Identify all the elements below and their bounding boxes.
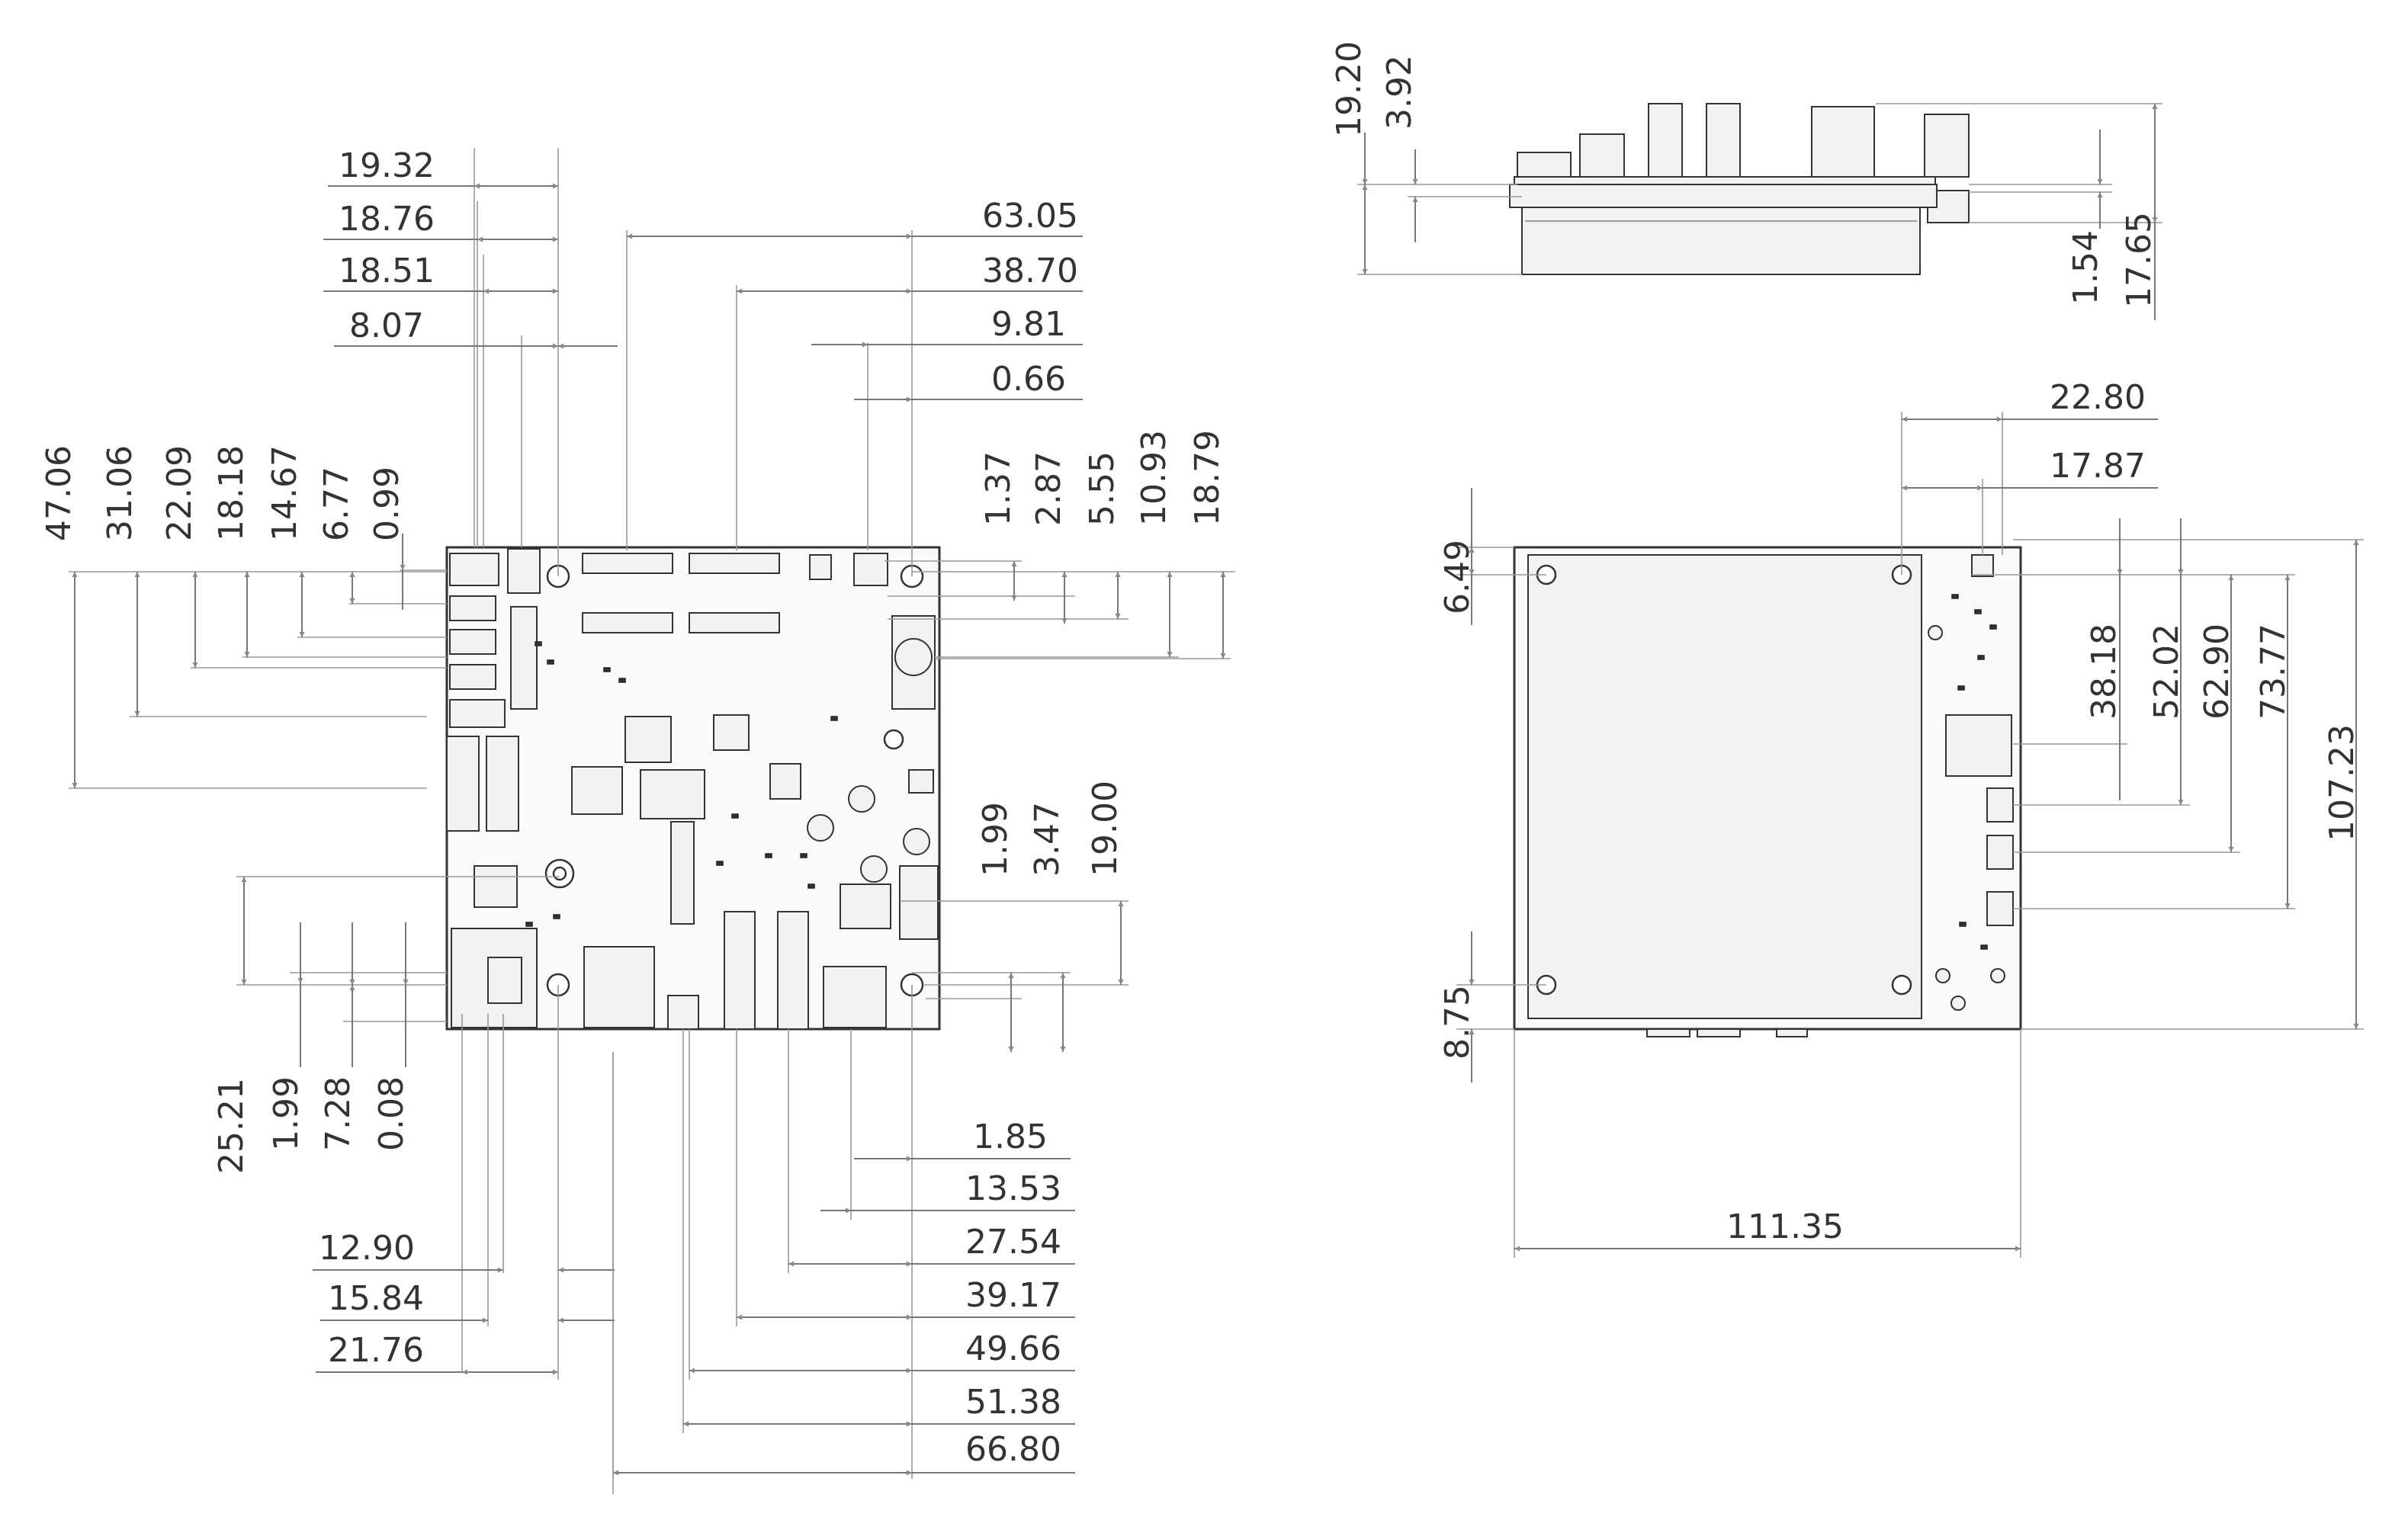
dim-17-87: 17.87 <box>2050 447 2146 486</box>
top-view-right-low-dimensions: 1.99 3.47 19.00 <box>900 781 1129 1052</box>
dim-18-18: 18.18 <box>212 445 251 541</box>
dim-111-35: 111.35 <box>1726 1207 1844 1246</box>
dim-2-87: 2.87 <box>1029 451 1068 526</box>
dim-10-93: 10.93 <box>1135 430 1173 526</box>
dim-0-08: 0.08 <box>372 1076 411 1151</box>
dim-66-80: 66.80 <box>965 1430 1061 1469</box>
dim-8-07: 8.07 <box>349 306 424 345</box>
dim-15-84: 15.84 <box>328 1279 424 1318</box>
dim-9-81: 9.81 <box>991 305 1066 344</box>
dim-22-80: 22.80 <box>2050 378 2146 417</box>
dim-1-99-right: 1.99 <box>976 802 1015 877</box>
side-view-dimensions: 19.20 3.92 1.54 17.65 <box>1330 41 2162 320</box>
dim-38-70: 38.70 <box>982 252 1078 290</box>
dim-52-02: 52.02 <box>2147 624 2186 720</box>
dim-19-20: 19.20 <box>1330 41 1369 137</box>
bottom-view-left-dimensions: 6.49 8.75 <box>1438 488 1546 1082</box>
dim-51-38: 51.38 <box>965 1383 1061 1422</box>
dim-6-49: 6.49 <box>1438 540 1477 614</box>
dim-1-37: 1.37 <box>979 451 1018 526</box>
top-view-top-dimensions: 19.32 18.76 18.51 8.07 <box>323 146 618 576</box>
dim-38-18: 38.18 <box>2085 624 2124 720</box>
bottom-view-top-dimensions: 22.80 17.87 <box>1901 378 2158 575</box>
top-view-bottom-left-vertical-dimensions: 25.21 1.99 7.28 0.08 <box>212 876 560 1174</box>
dim-3-47: 3.47 <box>1028 802 1067 877</box>
dim-17-65: 17.65 <box>2120 212 2159 308</box>
dim-0-66: 0.66 <box>991 360 1066 399</box>
bottom-view-width-dimension: 111.35 <box>1514 1029 2021 1258</box>
dim-22-09: 22.09 <box>160 445 199 541</box>
dim-27-54: 27.54 <box>965 1223 1061 1262</box>
dim-5-55: 5.55 <box>1083 451 1122 526</box>
dim-62-90: 62.90 <box>2198 624 2236 720</box>
dim-0-99: 0.99 <box>368 467 406 541</box>
dim-49-66: 49.66 <box>965 1329 1061 1368</box>
dim-7-28: 7.28 <box>319 1076 358 1151</box>
top-view-left-dimensions: 47.06 31.06 22.09 18.18 14.67 6.77 0.99 <box>40 445 447 789</box>
dim-14-67: 14.67 <box>265 445 304 541</box>
dim-107-23: 107.23 <box>2323 724 2361 842</box>
dim-12-90: 12.90 <box>319 1229 415 1268</box>
top-view-board <box>445 546 941 1031</box>
bottom-view-right-dimensions: 38.18 52.02 62.90 73.77 107.23 <box>1972 518 2364 1030</box>
dim-18-76: 18.76 <box>339 200 435 239</box>
top-view-right-dimensions: 1.37 2.87 5.55 10.93 18.79 <box>885 430 1235 659</box>
dim-1-54: 1.54 <box>2066 230 2105 305</box>
dim-19-32: 19.32 <box>339 146 435 185</box>
top-view-top-right-dimensions: 63.05 38.70 9.81 0.66 <box>626 197 1083 576</box>
top-view-bottom-left-dimensions: 12.90 15.84 21.76 <box>313 985 615 1494</box>
bottom-view-board <box>1513 546 2022 1037</box>
dim-31-06: 31.06 <box>101 445 140 541</box>
dim-63-05: 63.05 <box>982 197 1078 236</box>
dim-19-00: 19.00 <box>1086 781 1125 877</box>
dim-13-53: 13.53 <box>965 1169 1061 1208</box>
dim-39-17: 39.17 <box>965 1276 1061 1315</box>
dim-21-76: 21.76 <box>328 1331 424 1370</box>
dim-73-77: 73.77 <box>2254 624 2293 720</box>
dim-47-06: 47.06 <box>40 445 79 541</box>
dim-1-85: 1.85 <box>973 1118 1048 1156</box>
dim-18-51: 18.51 <box>339 252 435 290</box>
dim-3-92: 3.92 <box>1380 55 1419 130</box>
dim-18-79: 18.79 <box>1188 430 1227 526</box>
dim-8-75: 8.75 <box>1438 985 1477 1060</box>
dim-1-99-left: 1.99 <box>267 1076 306 1151</box>
side-view-board <box>1509 103 1970 275</box>
dim-25-21: 25.21 <box>212 1078 251 1174</box>
top-view-bottom-right-dimensions: 1.85 13.53 27.54 39.17 49.66 51.38 66.80 <box>612 985 1075 1479</box>
dim-6-77: 6.77 <box>317 467 356 541</box>
